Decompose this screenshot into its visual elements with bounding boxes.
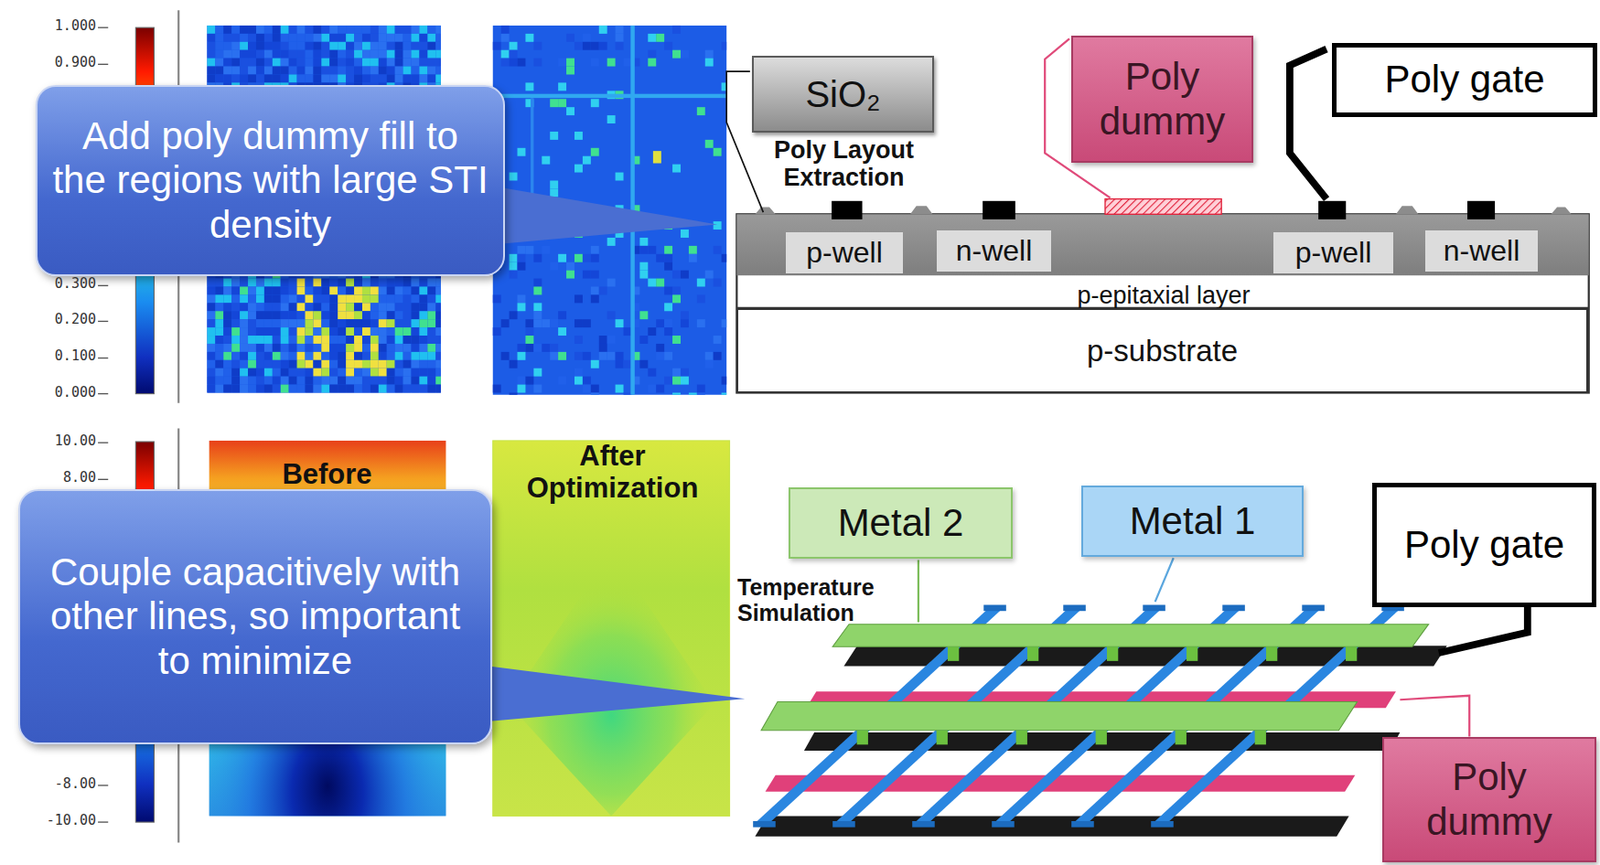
text-block: Poly dummy (1073, 54, 1252, 144)
material-box: Poly dummy (1382, 737, 1597, 863)
text-block: SiO₂ (805, 73, 881, 116)
tick-label: -10.00 (14, 813, 97, 829)
text-block: n-well (1443, 234, 1521, 269)
text-block: p-well (1295, 236, 1373, 270)
tick-label: 0.000 (14, 385, 97, 401)
node-label: p-substrate (1086, 333, 1238, 369)
node-label: n-well (955, 234, 1033, 269)
text-block: Couple capacitively with other lines, so… (34, 550, 476, 684)
tick-label: 1.000 (14, 18, 97, 34)
tick-label: 0.900 (14, 54, 97, 71)
tick-label: 10.00 (14, 433, 97, 450)
tick-label: 0.200 (14, 311, 97, 328)
node-label: Poly gate (1404, 523, 1565, 568)
node-label: p-epitaxial layer (1076, 281, 1250, 311)
tick-label: 8.00 (14, 470, 97, 486)
callout-box: Couple capacitively with other lines, so… (18, 489, 493, 745)
node-label: Couple capacitively with other lines, so… (34, 550, 476, 684)
material-box: Metal 2 (788, 487, 1013, 559)
well-region: p-well (785, 232, 903, 274)
node-label: SiO₂ (805, 73, 881, 116)
node-label: Poly dummy (1384, 755, 1595, 845)
material-box: Poly gate (1331, 42, 1598, 118)
well-region: n-well (1425, 230, 1538, 272)
node-label: Poly gate (1384, 57, 1545, 102)
node-label: Metal 1 (1129, 499, 1257, 544)
well-region: n-well (936, 230, 1052, 272)
text-block: Poly gate (1384, 57, 1545, 102)
text-block: Poly gate (1404, 523, 1565, 568)
node-label: Add poly dummy fill to the regions with … (52, 114, 489, 247)
material-box: Poly dummy (1071, 35, 1254, 163)
node-label: p-well (805, 236, 883, 270)
node-label: Metal 2 (837, 501, 965, 546)
material-box: SiO₂ (751, 55, 935, 133)
text-block: Add poly dummy fill to the regions with … (52, 114, 489, 247)
node-label: p-well (1295, 236, 1373, 270)
panel-title: Temperature Simulation (737, 574, 932, 626)
panel-title: Before (235, 459, 419, 492)
callout-box: Add poly dummy fill to the regions with … (35, 85, 505, 277)
tick-label: 0.100 (14, 348, 97, 365)
panel-title: After Optimization (500, 440, 725, 505)
text-block: n-well (955, 234, 1033, 269)
node-label: Poly dummy (1073, 54, 1252, 144)
panel-title: Poly Layout Extraction (751, 136, 936, 192)
text-block: Metal 2 (837, 501, 965, 546)
well-region: p-well (1273, 232, 1394, 274)
material-box: Poly gate (1372, 483, 1597, 608)
material-box: Metal 1 (1081, 485, 1304, 558)
tick-label: -8.00 (14, 776, 97, 793)
text-block: p-substrate (1086, 333, 1238, 369)
text-block: p-epitaxial layer (1076, 281, 1250, 311)
node-label: n-well (1443, 234, 1521, 269)
tick-label: 0.300 (14, 276, 97, 292)
text-block: p-well (805, 236, 883, 270)
text-block: Poly dummy (1384, 755, 1595, 845)
text-block: Metal 1 (1129, 499, 1257, 544)
layer-band: p-substrate (736, 308, 1589, 394)
